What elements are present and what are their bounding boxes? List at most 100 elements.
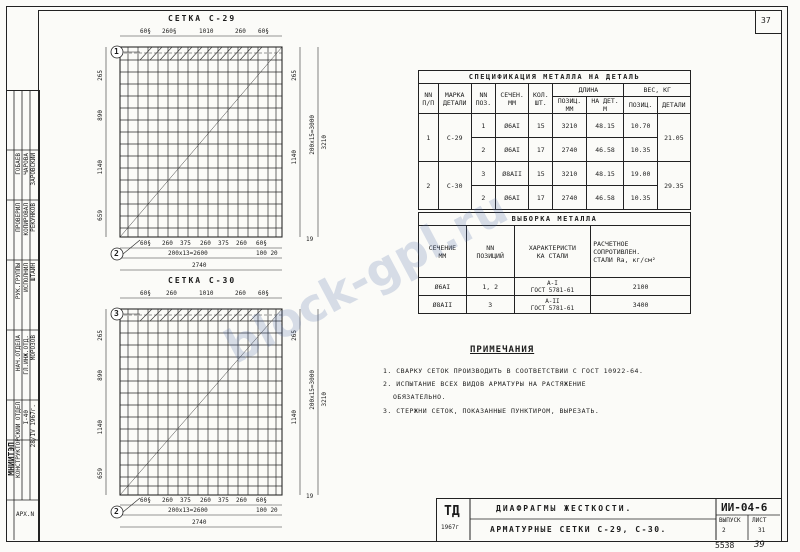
page-number-box (755, 10, 782, 34)
table-row: 1 С-29 1 Ø6AI 15 3210 48.15 10.70 21.05 (418, 113, 692, 162)
table-row: 2 Ø6AI 17 2740 46.58 10.35 (419, 137, 691, 162)
stamp-archive: АРХ.N (16, 511, 35, 518)
title-line2: АРМАТУРНЫЕ СЕТКИ С-29, С-30. (490, 525, 667, 534)
mesh29-top-dim-5: 60§ (258, 28, 269, 35)
mesh30-bottom-dim-5: 375 (218, 497, 229, 504)
mesh29-title: СЕТКА С-29 (168, 14, 237, 23)
mesh29-bottom-end: 100 20 (256, 250, 278, 257)
title-year: 1967г (441, 524, 460, 531)
spec-r1-pos: 1 (470, 113, 496, 138)
sample-table: ВЫБОРКА МЕТАЛЛА СЕЧЕНИЕ ММ NN ПОЗИЦИЙ ХА… (418, 212, 691, 314)
spec-r4-lenpos: 2740 (552, 185, 587, 210)
mesh29-marker-bottom: 2 (114, 249, 119, 258)
mesh29-top-dim-3: 1010 (199, 28, 214, 35)
mesh30-top-dim-2: 260 (166, 290, 177, 297)
title-block (436, 498, 782, 542)
mesh29-bottom-dim-4: 260 (200, 240, 211, 247)
mesh30-top-dim-1: 60§ (140, 290, 151, 297)
sample-h-pos: NN ПОЗИЦИЙ (465, 225, 515, 278)
note-1: 1. СВАРКУ СЕТОК ПРОИЗВОДИТЬ В СООТВЕТСТВ… (383, 367, 644, 375)
spec-r3-pos: 3 (470, 161, 496, 186)
mesh29-bottom-dim-7: 60§ (256, 240, 267, 247)
title-code: ИИ-04-6 (721, 501, 768, 514)
mesh30-bottom-end: 100 20 (256, 507, 278, 514)
spec-r2-lentotal: 46.58 (585, 137, 625, 162)
notes-title: ПРИМЕЧАНИЯ (470, 345, 535, 355)
spec-r1-section: Ø6AI (494, 113, 530, 138)
title-org: ТД (444, 504, 460, 519)
mesh30-bottom-dim-1: 60§ (140, 497, 151, 504)
mesh29-top-dim-1: 60§ (140, 28, 151, 35)
spec-r1-wpart: 21.05 (656, 113, 692, 162)
mesh29-bottom-dim-5: 375 (218, 240, 229, 247)
sample-r2-section: Ø8AII (418, 295, 467, 314)
spec-h-length-total: НА ДЕТ. М (585, 96, 625, 114)
mesh30-top-dim-4: 260 (235, 290, 246, 297)
mesh29-bottom-dim-1: 60§ (140, 240, 151, 247)
note-3: 3. СТЕРЖНИ СЕТОК, ПОКАЗАННЫЕ ПУНКТИРОМ, … (383, 407, 600, 415)
title-sheet-label: ЛИСТ (752, 517, 767, 524)
mesh29-bottom-line: 200x13=2600 (168, 250, 208, 257)
page-number: 37 (761, 16, 771, 25)
spec-r2-section: Ø6AI (494, 137, 530, 162)
mesh29-marker-top: 1 (114, 47, 119, 56)
mesh30-marker-bottom: 2 (114, 507, 119, 516)
spec-r3-qty: 15 (528, 161, 554, 186)
spec-r4-section: Ø6AI (494, 185, 530, 210)
mesh30-total: 2740 (192, 519, 207, 526)
title-line1: ДИАФРАГМЫ ЖЕСТКОСТИ. (496, 504, 633, 513)
spec-r3-lenpos: 3210 (552, 161, 587, 186)
mesh30-bottom-line: 200x13=2600 (168, 507, 208, 514)
table-row: Ø6AI 1, 2 A-I ГОСТ 5781-61 2100 (418, 277, 691, 296)
sample-r2-calc: 3400 (590, 295, 691, 314)
spec-h-length-pos: ПОЗИЦ. ММ (552, 96, 587, 114)
spec-r2-lenpos: 2740 (552, 137, 587, 162)
spec-r4-wpos: 10.35 (623, 185, 658, 210)
mesh29-bottom-dim-2: 260 (162, 240, 173, 247)
mesh30-top-dim-5: 60§ (258, 290, 269, 297)
mesh30-right-dim-5: 19 (306, 493, 314, 500)
mesh30-bottom-dim-2: 260 (162, 497, 173, 504)
note-2-cont: ОБЯЗАТЕЛЬНО. (393, 393, 446, 401)
spec-r2-pos: 2 (470, 137, 496, 162)
mesh29-top-dim-2: 260§ (162, 28, 177, 35)
mesh30-title: СЕТКА С-30 (168, 276, 237, 285)
mesh29-right-dim-5: 19 (306, 236, 314, 243)
inner-frame (38, 10, 782, 542)
mesh30-bottom-dim-3: 375 (180, 497, 191, 504)
title-issue-label: ВЫПУСК (719, 517, 741, 524)
mesh29-bottom-dim-6: 260 (236, 240, 247, 247)
mesh30-top-dim-3: 1010 (199, 290, 214, 297)
spec-r1-wpos: 10.70 (623, 113, 658, 138)
footer-number: 5538 (715, 541, 735, 550)
title-issue: 2 (722, 527, 726, 534)
sample-h-calc: РАСЧЕТНОЕ СОПРОТИВЛЕН. СТАЛИ Ra, кг/см² (590, 225, 691, 278)
footer-page: 39 (754, 540, 765, 550)
mesh29-top-dim-4: 260 (235, 28, 246, 35)
spec-r1-mark: С-29 (437, 113, 472, 162)
mesh30-marker-top: 3 (114, 309, 119, 318)
note-2: 2. ИСПЫТАНИЕ ВСЕХ ВИДОВ АРМАТУРЫ НА РАСТ… (383, 380, 587, 388)
sample-h-section: СЕЧЕНИЕ ММ (418, 225, 467, 278)
spec-r3-mark: С-30 (437, 161, 472, 210)
title-sheet: 31 (758, 527, 766, 534)
spec-r4-pos: 2 (470, 185, 496, 210)
spec-r2-wpos: 10.35 (623, 137, 658, 162)
sample-r2-pos: 3 (465, 295, 515, 314)
mesh30-bottom-dim-7: 60§ (256, 497, 267, 504)
side-stamp (6, 90, 40, 542)
mesh29-total: 2740 (192, 262, 207, 269)
spec-table: СПЕЦИФИКАЦИЯ МЕТАЛЛА НА ДЕТАЛЬ NN П/П МА… (418, 70, 692, 210)
spec-r3-wpart: 29.35 (656, 161, 692, 210)
mesh30-bottom-dim-6: 260 (236, 497, 247, 504)
spec-r2-qty: 17 (528, 137, 554, 162)
mesh29-bottom-dim-3: 375 (180, 240, 191, 247)
table-row: Ø8AII 3 A-II ГОСТ 5781-61 3400 (418, 295, 691, 314)
mesh30-bottom-dim-4: 260 (200, 497, 211, 504)
table-row: 2 Ø6AI 17 2740 46.58 10.35 (419, 185, 691, 210)
